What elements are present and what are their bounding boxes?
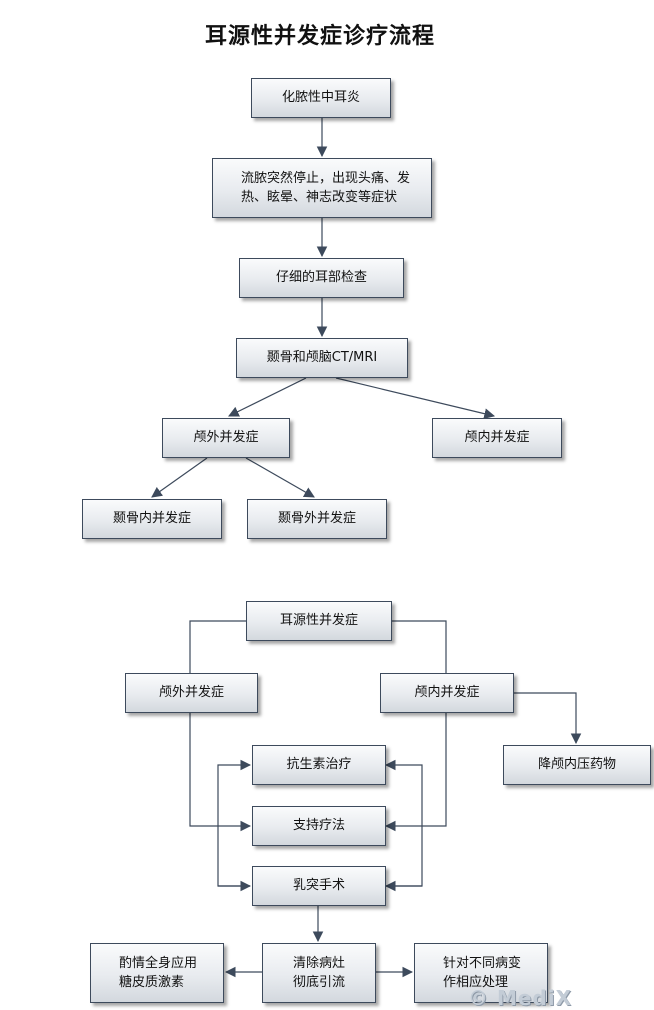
node-mastoid-surgery: 乳突手术	[252, 866, 386, 906]
node-supportive-therapy: 支持疗法	[252, 806, 386, 846]
arrow-m2-m6	[189, 713, 252, 832]
arrow-n5-n7	[151, 457, 208, 498]
node-ct-mri: 颞骨和颅脑CT/MRI	[236, 338, 408, 378]
node-otogenic-complications: 耳源性并发症	[246, 601, 392, 641]
arrow-n4-n5	[228, 377, 307, 417]
line-m1-m2	[189, 620, 246, 673]
arrow-m3-m6	[384, 713, 447, 832]
arrow-m3-m4	[514, 692, 582, 745]
node-targeted-treatment: 针对不同病变 作相应处理	[414, 943, 548, 1003]
node-extracranial-1: 颅外并发症	[162, 418, 290, 458]
node-antibiotics: 抗生素治疗	[252, 745, 386, 785]
node-purulent-otitis: 化脓性中耳炎	[251, 78, 391, 118]
node-intracranial-1: 颅内并发症	[432, 418, 562, 458]
line-m1-m3	[392, 620, 447, 673]
node-extratemporal: 颞骨外并发症	[247, 499, 387, 539]
node-intratemporal: 颞骨内并发症	[82, 499, 222, 539]
node-extracranial-2: 颅外并发症	[125, 673, 258, 713]
node-steroids: 酌情全身应用 糖皮质激素	[90, 943, 224, 1003]
arrow-n4-n6	[335, 377, 496, 419]
node-intracranial-2: 颅内并发症	[380, 673, 514, 713]
node-clear-lesion: 清除病灶 彻底引流	[262, 943, 376, 1003]
page-title: 耳源性并发症诊疗流程	[204, 24, 435, 49]
node-ear-exam: 仔细的耳部检查	[239, 258, 404, 298]
watermark: © MediX	[468, 986, 573, 1010]
node-lower-icp-drugs: 降颅内压药物	[503, 745, 651, 785]
arrow-n5-n8	[245, 457, 315, 498]
node-symptoms: 流脓突然停止，出现头痛、发 热、眩晕、神志改变等症状	[212, 158, 432, 218]
